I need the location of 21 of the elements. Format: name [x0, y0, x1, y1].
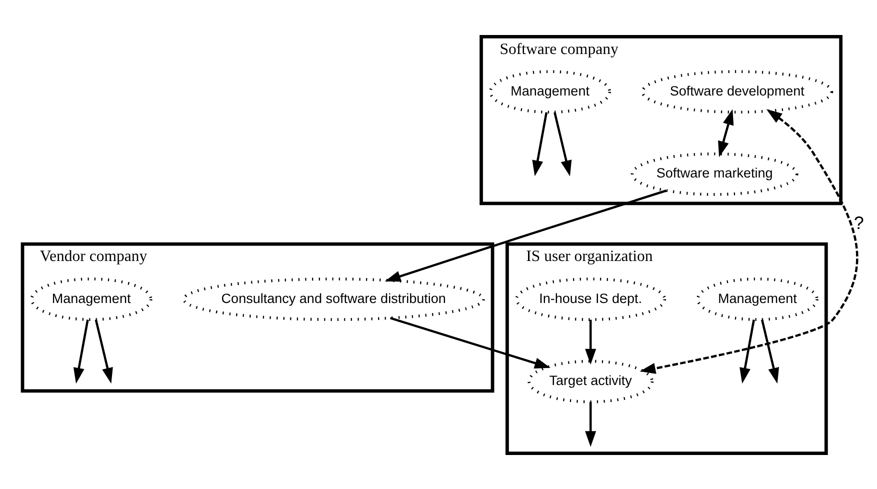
arrow	[384, 189, 666, 282]
node-ellipse: Software marketing	[630, 152, 798, 196]
arrow	[584, 319, 596, 364]
arrow	[639, 108, 858, 374]
arrow	[584, 401, 596, 446]
arrow	[390, 316, 550, 368]
arrow	[718, 108, 734, 157]
edge-label: ?	[853, 212, 864, 233]
node-ellipse: In-house IS dept.	[514, 277, 666, 320]
arrow	[72, 319, 88, 384]
node-ellipse: Management	[488, 70, 611, 114]
arrow	[94, 319, 112, 384]
node-ellipse: Software development	[640, 70, 833, 114]
arrow	[739, 319, 754, 384]
arrow	[760, 319, 779, 384]
node-ellipse: Management	[30, 277, 152, 320]
node-ellipse: Target activity	[527, 359, 654, 403]
node-ellipse: Management	[696, 277, 818, 320]
node-ellipse: Consultancy and software distribution	[182, 277, 484, 320]
arrow	[553, 112, 572, 176]
arrow	[532, 112, 548, 176]
